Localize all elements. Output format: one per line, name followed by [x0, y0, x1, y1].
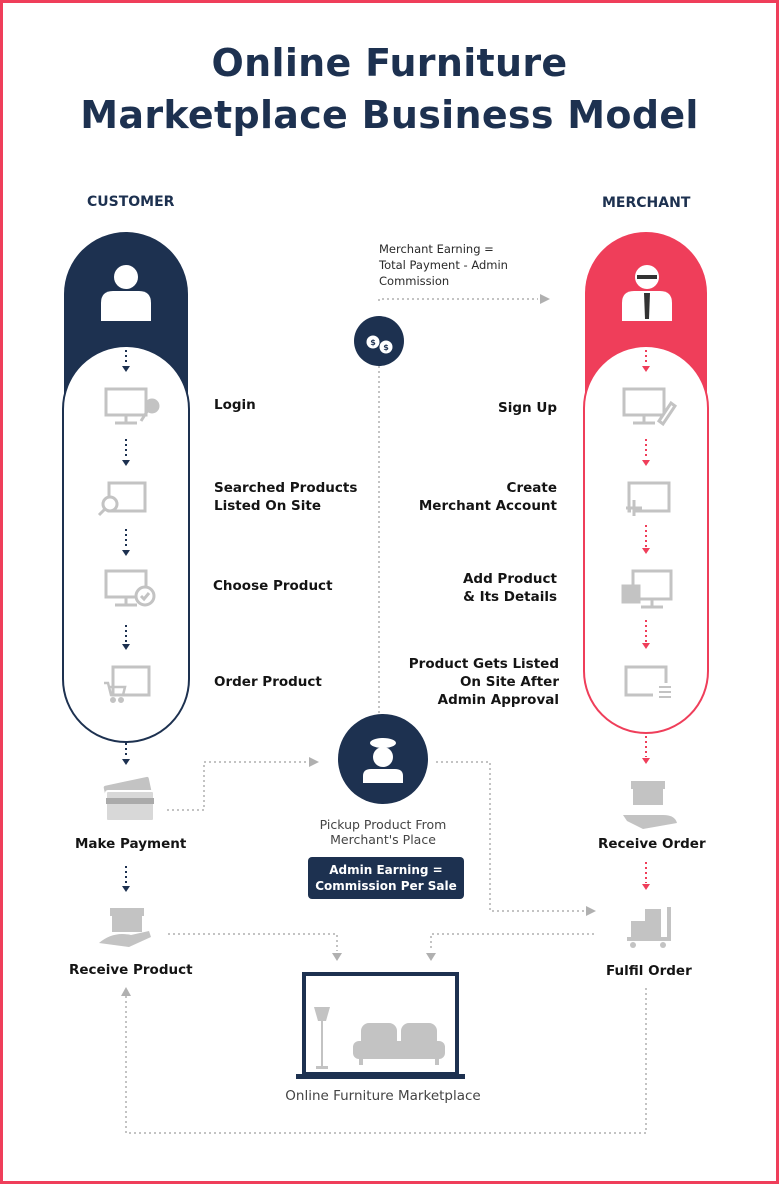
merchant-header: MERCHANT: [602, 195, 691, 211]
merchant-step-add-label-line1: Add Product: [462, 571, 557, 587]
delivery-person-icon: [338, 714, 428, 804]
hand-box-icon: [99, 908, 151, 947]
marketplace-screen-icon: [296, 972, 465, 1079]
merchant-step-listed-label-line1: Product Gets Listed: [408, 656, 559, 672]
customer-step-search-label-line1: Searched Products: [214, 480, 358, 496]
merchant-step-add-label-line2: & Its Details: [463, 589, 557, 605]
monitor-box-icon: [621, 569, 673, 609]
fulfil-order-label: Fulfil Order: [606, 963, 692, 979]
customer-step-choose-label: Choose Product: [213, 578, 333, 594]
pickup-caption-line1: Pickup Product From: [319, 817, 447, 832]
title-line-2: Marketplace Business Model: [80, 93, 699, 137]
title-line-1: Online Furniture: [211, 41, 568, 85]
monitor-check-icon: [104, 569, 156, 607]
svg-text:$: $: [370, 338, 376, 347]
monitor-pencil-icon: [622, 387, 678, 427]
merchant-step-signup-label: Sign Up: [498, 400, 557, 416]
customer-header: CUSTOMER: [87, 194, 175, 210]
customer-step-order-label: Order Product: [214, 674, 322, 690]
merchant-step-create-label-line2: Merchant Account: [418, 498, 557, 514]
admin-earning-line1: Admin Earning =: [329, 863, 443, 877]
diagram-graphics: $ $: [62, 232, 709, 1134]
trolley-icon: [627, 907, 671, 948]
merchant-earning-line3: Commission: [379, 274, 450, 288]
admin-earning-badge: Admin Earning = Commission Per Sale: [308, 857, 464, 899]
marketplace-caption: Online Furniture Marketplace: [285, 1088, 481, 1104]
customer-step-search-label-line2: Listed On Site: [214, 498, 321, 514]
merchant-avatar-icon: [622, 265, 672, 321]
svg-text:$: $: [383, 343, 389, 352]
search-screen-icon: [97, 481, 147, 517]
screen-list-icon: [624, 665, 671, 701]
money-bag-icon: $ $: [354, 316, 404, 366]
merchant-step-listed-label-line2: On Site After: [459, 674, 559, 690]
customer-step-login-label: Login: [214, 397, 256, 413]
merchant-earning-line1: Merchant Earning =: [379, 242, 494, 256]
customer-avatar-icon: [101, 265, 151, 321]
pickup-caption-line2: Merchant's Place: [330, 832, 436, 847]
monitor-microphone-icon: [104, 387, 160, 425]
screen-cart-icon: [104, 665, 151, 703]
admin-earning-line2: Commission Per Sale: [315, 879, 457, 893]
screen-plus-icon: [626, 481, 671, 516]
make-payment-label: Make Payment: [75, 836, 187, 852]
receive-order-label: Receive Order: [598, 836, 706, 852]
hand-box-order-icon: [623, 781, 677, 829]
receive-product-label: Receive Product: [69, 962, 193, 978]
credit-cards-icon: [103, 776, 155, 822]
merchant-step-create-label-line1: Create: [506, 480, 557, 496]
merchant-step-listed-label-line3: Admin Approval: [437, 692, 559, 708]
merchant-earning-line2: Total Payment - Admin: [379, 258, 508, 272]
